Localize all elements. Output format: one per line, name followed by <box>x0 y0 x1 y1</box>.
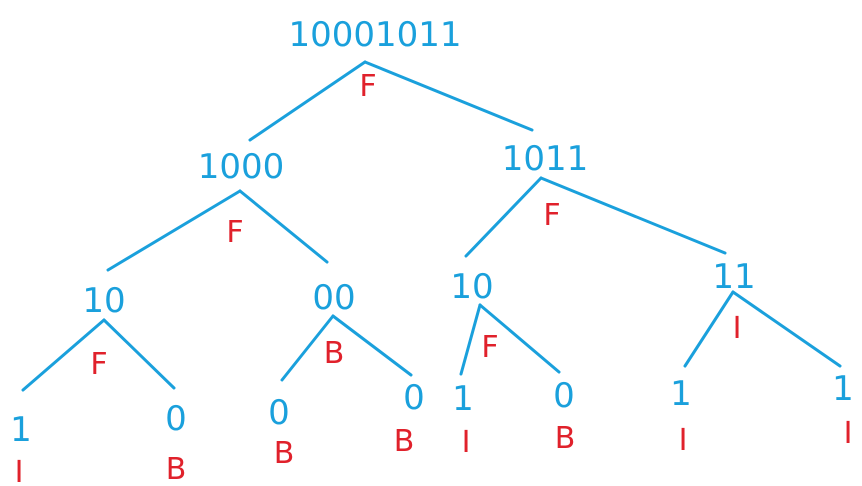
tree-node-lr: 00B <box>312 278 355 371</box>
tree-node-rl: 10F <box>450 267 498 365</box>
tree-node-rr: 11I <box>712 257 755 346</box>
tree-node-rlr: 0B <box>553 376 575 456</box>
tree-nodes: 10001011F1000F1011F10F00B10F11I1I0B0B0B1… <box>10 15 854 486</box>
node-bits-label: 1 <box>670 374 692 414</box>
node-type-label: B <box>324 336 345 371</box>
node-bits-label: 10 <box>450 267 493 307</box>
tree-node-llr: 0B <box>165 399 187 486</box>
node-type-label: F <box>481 330 498 365</box>
node-bits-label: 0 <box>403 378 425 418</box>
node-bits-label: 1 <box>452 379 474 419</box>
edge-rr-rrl <box>683 290 735 368</box>
edge-r-rl <box>464 176 543 258</box>
node-type-label: B <box>166 452 187 486</box>
node-type-label: F <box>226 215 243 250</box>
edge-l-lr <box>238 189 329 264</box>
edge-lr-lrl <box>280 314 335 382</box>
edge-rl-rll <box>459 303 482 376</box>
node-bits-label: 1000 <box>198 147 285 187</box>
edge-lr-lrr <box>331 314 413 377</box>
node-bits-label: 1011 <box>502 139 589 179</box>
node-bits-label: 1 <box>832 369 854 409</box>
tree-node-rrr: 1I <box>832 369 854 451</box>
edge-root-r <box>363 60 534 132</box>
node-type-label: F <box>90 347 107 382</box>
edge-root-l <box>248 60 367 142</box>
edge-l-ll <box>106 189 242 272</box>
node-type-label: F <box>543 198 560 233</box>
tree-node-rrl: 1I <box>670 374 692 458</box>
node-type-label: I <box>733 311 742 346</box>
tree-node-lrl: 0B <box>268 393 294 471</box>
node-bits-label: 0 <box>165 399 187 439</box>
node-bits-label: 11 <box>712 257 755 297</box>
node-bits-label: 0 <box>553 376 575 416</box>
node-type-label: B <box>274 436 295 471</box>
tree-node-lll: 1I <box>10 410 32 486</box>
node-bits-label: 00 <box>312 278 355 318</box>
node-bits-label: 0 <box>268 393 290 433</box>
tree-node-rll: 1I <box>452 379 474 460</box>
node-type-label: I <box>844 416 853 451</box>
tree-node-ll: 10F <box>82 281 125 382</box>
node-bits-label: 1 <box>10 410 32 450</box>
node-type-label: I <box>15 455 24 486</box>
node-type-label: I <box>679 423 688 458</box>
node-type-label: F <box>359 69 376 104</box>
edge-rr-rrr <box>731 290 842 368</box>
edge-ll-lll <box>21 318 106 392</box>
node-bits-label: 10001011 <box>288 15 461 55</box>
edge-rl-rlr <box>478 303 561 374</box>
tree-edges <box>21 60 842 392</box>
node-type-label: B <box>555 421 576 456</box>
node-type-label: B <box>394 424 415 459</box>
edge-ll-llr <box>102 318 176 390</box>
tree-node-lrr: 0B <box>394 378 425 459</box>
edge-r-rr <box>539 176 727 255</box>
node-type-label: I <box>462 425 471 460</box>
node-bits-label: 10 <box>82 281 125 321</box>
